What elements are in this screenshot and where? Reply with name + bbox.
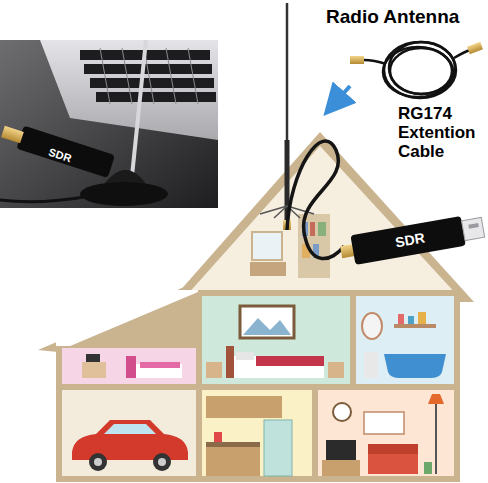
key-row [96,92,216,102]
photo-sma-connector [1,126,24,144]
antenna-whip [286,3,289,140]
dongle-body [350,216,466,265]
coil-loop [390,48,452,94]
house [38,132,474,482]
blanket [140,362,180,368]
magnet-base [80,182,168,206]
car-wheel [89,453,107,471]
bed-head [126,356,136,378]
photo-dongle [0,120,115,178]
attic-room [186,146,458,296]
car-hub [158,458,166,466]
pointer-arrow [334,86,350,104]
photo-dongle-body [16,126,115,178]
kitchen [202,390,312,476]
floor-lamp [435,404,437,474]
sdr-dongle [339,212,486,267]
usb-plug [462,217,485,240]
bed-head [226,346,234,378]
counter [206,442,260,447]
cable-coil [364,42,470,98]
picture-frames [364,412,404,434]
desk [250,262,286,276]
inset-photo [0,40,218,208]
book [318,222,326,236]
garage [62,390,196,476]
nightstand [206,362,222,378]
wing-roof-fill [56,292,198,352]
nightstand [328,362,344,378]
blanket [256,356,324,366]
fridge [264,420,292,476]
photo-ground [0,40,218,208]
roof-antenna [260,3,314,230]
living-room [318,390,454,476]
bottle [398,314,404,324]
bottle [418,312,426,324]
plant [424,462,432,474]
lower-cabinets [206,446,260,476]
dresser [82,362,106,378]
coil-connector [467,42,483,54]
product-label: RG174 Extention Cable [398,104,484,161]
coil-lead [364,60,386,64]
car-wheel [153,453,171,471]
green-bedroom [202,296,350,384]
coil-loop [384,42,456,98]
tv [86,354,100,362]
upper-cabinets [206,396,282,418]
coil-lead [454,50,470,58]
attic-window [252,232,282,260]
bottle [408,316,414,324]
pink-bedroom [62,348,196,384]
shelf [394,324,436,328]
tv-stand [322,460,360,476]
usb-contact [468,223,479,229]
lamp-shade [428,394,444,404]
tv [326,440,356,460]
car-body [72,420,188,460]
pillow [236,352,254,360]
laptop-body [40,40,218,140]
painting [240,306,294,338]
mirror [362,313,382,339]
key-gaps [100,48,198,104]
keyboard [80,50,216,102]
key-row [90,78,214,88]
sofa-back [368,444,418,454]
painting-hills [243,318,291,335]
photo-antenna-rod [132,40,146,176]
car-window [104,424,156,434]
key-gap [122,48,132,104]
key-gap [188,48,198,104]
key-gap [166,48,176,104]
ground-radial [274,206,287,218]
kettle [214,432,222,442]
book [310,222,315,236]
key-gap [100,48,110,104]
wing-roof [38,278,205,352]
photo-cable [0,196,90,202]
house-wall [56,290,460,482]
car-hub [94,458,102,466]
coil-connector [350,56,364,64]
extension-cable [287,141,344,259]
clock [333,403,351,421]
bathtub [384,354,446,378]
bathroom [356,296,454,384]
sink [364,352,378,378]
sofa [368,452,418,474]
coil-loop [383,47,453,97]
product-label: Radio Antenna [326,6,459,28]
